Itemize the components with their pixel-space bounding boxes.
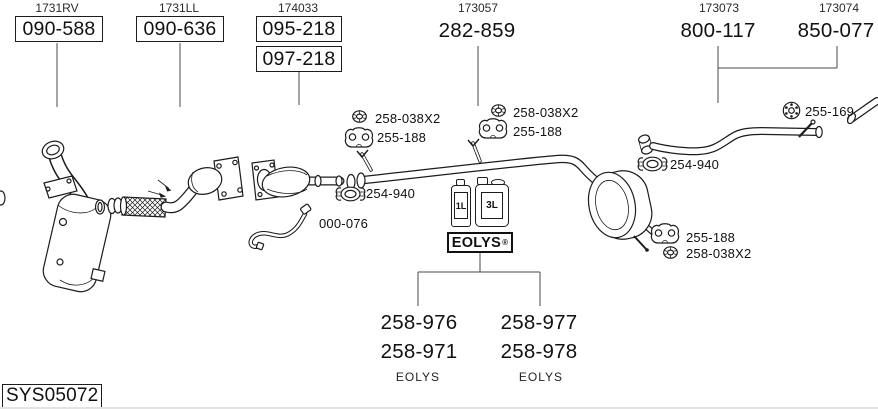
flex-pipe-art <box>94 176 206 218</box>
ref-label-173057: 173057 <box>457 1 499 15</box>
part-number-label[interactable]: 254-940 <box>366 186 416 201</box>
part-number-box-095-218[interactable]: 095-218 <box>256 16 342 42</box>
clamp-icon <box>636 154 669 174</box>
part-number-box-090-588[interactable]: 090-588 <box>15 16 103 42</box>
eolys-brand-box: EOLYS® <box>447 232 513 253</box>
manifold-downpipe-art <box>0 140 112 293</box>
part-number-label[interactable]: 258-038X2 <box>513 105 579 120</box>
part-number-label[interactable]: 255-188 <box>513 124 563 139</box>
gasket-icon <box>782 101 801 120</box>
hanger-icon <box>477 117 509 141</box>
part-number-850-077[interactable]: 850-077 <box>797 19 875 42</box>
part-number-258-978[interactable]: 258-978 <box>500 340 578 363</box>
ref-label-173073: 173073 <box>698 1 740 15</box>
hanger-icon <box>343 126 375 150</box>
nut-icon <box>663 246 678 259</box>
part-number-800-117[interactable]: 800-117 <box>680 19 756 42</box>
part-number-282-859[interactable]: 282-859 <box>438 19 516 42</box>
nut-icon <box>352 110 367 123</box>
eolys-caption: EOLYS <box>518 370 564 384</box>
muffler-art <box>587 170 672 252</box>
part-number-label[interactable]: 254-940 <box>670 157 720 172</box>
system-code-box[interactable]: SYS05072 <box>2 384 102 408</box>
eolys-jug-3l: 3L <box>475 177 510 228</box>
sensor-pipe-art <box>248 203 312 251</box>
ref-label-174033: 174033 <box>277 1 319 15</box>
ref-label-1731ll: 1731LL <box>158 1 200 15</box>
bottle-size-label: 1L <box>454 192 468 219</box>
registered-mark: ® <box>502 238 509 247</box>
part-number-label[interactable]: 258-038X2 <box>686 246 752 261</box>
part-number-label[interactable]: 258-038X2 <box>375 111 441 126</box>
page-bottom-edge <box>0 407 878 409</box>
part-number-label[interactable]: 255-169 <box>805 104 855 119</box>
part-number-258-971[interactable]: 258-971 <box>380 340 458 363</box>
hanger-icon <box>649 222 681 246</box>
clamp-icon <box>334 184 367 204</box>
catalyst-b-art <box>261 166 345 198</box>
leader-lines <box>56 43 838 306</box>
part-number-label[interactable]: 255-188 <box>377 130 427 145</box>
eolys-caption: EOLYS <box>395 370 441 384</box>
ref-label-1731rv: 1731RV <box>35 1 79 15</box>
part-number-box-097-218[interactable]: 097-218 <box>256 46 342 72</box>
part-number-258-977[interactable]: 258-977 <box>500 311 578 334</box>
part-number-label[interactable]: 000-076 <box>319 216 369 231</box>
part-number-box-090-636[interactable]: 090-636 <box>136 16 224 42</box>
rear-pipe-art <box>638 97 878 156</box>
jug-size-label: 3L <box>481 192 503 219</box>
part-number-label[interactable]: 255-188 <box>686 230 736 245</box>
catalyst-a-art <box>187 156 244 201</box>
center-pipe-art <box>346 138 611 194</box>
ref-label-173074: 173074 <box>818 1 860 15</box>
eolys-brand-text: EOLYS <box>451 234 502 251</box>
part-number-258-976[interactable]: 258-976 <box>380 311 458 334</box>
eolys-bottle-1l: 1L <box>450 179 473 228</box>
nut-icon <box>491 104 506 117</box>
